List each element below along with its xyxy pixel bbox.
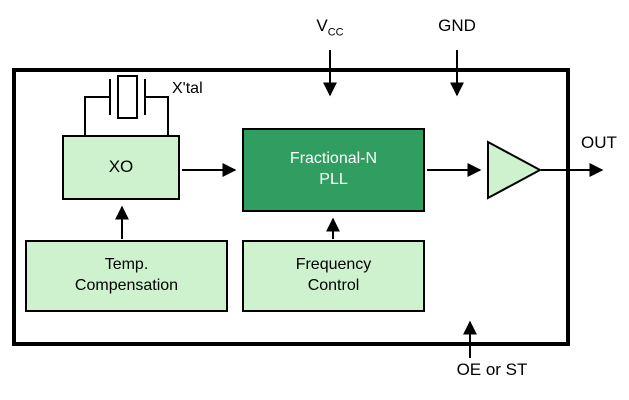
xo-block: XO	[62, 135, 180, 200]
xtal-label: X'tal	[172, 80, 203, 97]
out-pin-label: OUT	[581, 133, 617, 152]
vcc-pin-label: VCC	[300, 16, 360, 38]
frequency-control-block: Frequency Control	[242, 240, 425, 312]
pll-label-line2: PLL	[319, 171, 348, 188]
pll-label-line1: Fractional-N	[289, 150, 378, 168]
gnd-pin-label: GND	[438, 16, 476, 35]
temp-compensation-block: Temp. Compensation	[25, 240, 228, 312]
temp-label-line2: Compensation	[74, 277, 179, 294]
vcc-symbol: V	[316, 16, 328, 35]
freq-label-line2: Control	[307, 277, 360, 294]
fractional-n-pll-block: Fractional-N PLL	[242, 128, 425, 212]
temp-label-line1: Temp.	[104, 256, 149, 274]
freq-label-line1: Frequency	[295, 256, 372, 274]
vcc-subscript: CC	[327, 26, 344, 39]
oe-st-pin-label: OE or ST	[456, 360, 528, 379]
xo-label: XO	[108, 157, 134, 177]
